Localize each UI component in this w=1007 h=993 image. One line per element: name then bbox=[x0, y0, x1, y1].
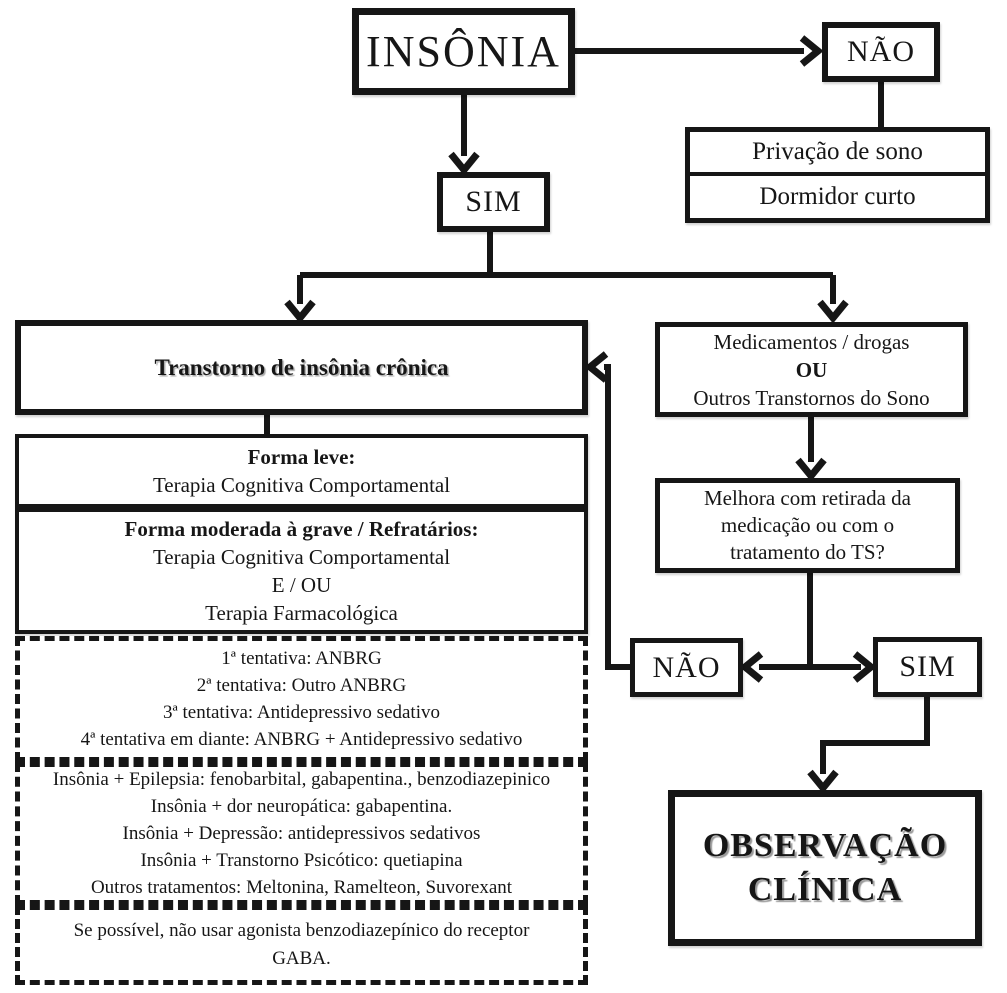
moderate-form-line2: E / OU bbox=[271, 573, 332, 597]
node-dormidor-label: Dormidor curto bbox=[759, 183, 916, 210]
question-tee bbox=[759, 573, 861, 670]
branch-tee bbox=[297, 232, 836, 304]
node-nao-mid-label: NÃO bbox=[652, 650, 721, 684]
observation-line1: OBSERVAÇÃO bbox=[702, 827, 948, 864]
meds-line2: Outros Transtornos do Sono bbox=[693, 385, 930, 410]
node-chronic-insomnia: Transtorno de insônia crônica bbox=[15, 320, 588, 415]
attempt-3: 3ª tentativa: Antidepressivo sedativo bbox=[163, 702, 440, 723]
arrowhead-down-meds bbox=[817, 299, 849, 324]
node-comorbidity-treatments: Insônia + Epilepsia: fenobarbital, gabap… bbox=[15, 762, 588, 905]
node-moderate-form: Forma moderada à grave / Refratários: Te… bbox=[15, 508, 588, 634]
meds-line1: Medicamentos / drogas bbox=[713, 329, 910, 354]
node-medications-drugs: Medicamentos / drogas OU Outros Transtor… bbox=[655, 322, 968, 417]
arrowhead-down-observation bbox=[807, 769, 839, 794]
node-clinical-observation: OBSERVAÇÃO CLÍNICA bbox=[668, 790, 982, 946]
node-pharma-attempts: 1ª tentativa: ANBRG 2ª tentativa: Outro … bbox=[15, 636, 588, 762]
moderate-form-line1: Terapia Cognitiva Comportamental bbox=[152, 545, 451, 569]
node-insonia-label: INSÔNIA bbox=[366, 27, 561, 76]
comorbidity-4: Insônia + Transtorno Psicótico: quetiapi… bbox=[140, 850, 463, 871]
path-sim-to-observation bbox=[820, 697, 930, 774]
arrowhead-right-nao bbox=[799, 35, 824, 67]
attempt-4: 4ª tentativa em diante: ANBRG + Antidepr… bbox=[80, 729, 523, 750]
arrowhead-right-sim-mid bbox=[852, 651, 877, 683]
node-nao-top-label: NÃO bbox=[847, 35, 915, 68]
attempt-2: 2ª tentativa: Outro ANBRG bbox=[196, 675, 407, 696]
node-chronic-insomnia-label: Transtorno de insônia crônica bbox=[154, 354, 449, 380]
improvement-question-text: Melhora com retirada da medicação ou com… bbox=[704, 486, 911, 564]
comorbidity-1: Insônia + Epilepsia: fenobarbital, gabap… bbox=[52, 769, 551, 790]
arrowhead-left-chronic bbox=[584, 351, 609, 383]
meds-operator: OU bbox=[795, 357, 828, 382]
comorbidity-5: Outros tratamentos: Meltonina, Ramelteon… bbox=[90, 877, 513, 898]
node-nao-mid: NÃO bbox=[630, 638, 743, 697]
node-nao-top: NÃO bbox=[822, 22, 940, 82]
mild-form-title: Forma leve: bbox=[247, 445, 356, 469]
node-sim-mid-label: SIM bbox=[899, 650, 956, 683]
node-sim-top: SIM bbox=[437, 172, 550, 232]
arrowhead-left-nao-mid bbox=[739, 651, 764, 683]
node-improvement-question: Melhora com retirada da medicação ou com… bbox=[655, 478, 960, 573]
gaba-note-text: Se possível, não usar agonista benzodiaz… bbox=[73, 920, 530, 969]
arrowhead-down-sim bbox=[448, 151, 480, 176]
arrowhead-down-question bbox=[795, 457, 827, 482]
node-sim-top-label: SIM bbox=[465, 185, 522, 218]
observation-line2: CLÍNICA bbox=[747, 871, 903, 908]
node-gaba-note: Se possível, não usar agonista benzodiaz… bbox=[15, 905, 588, 985]
comorbidity-2: Insônia + dor neuropática: gabapentina. bbox=[150, 796, 453, 817]
node-mild-form: Forma leve: Terapia Cognitiva Comportame… bbox=[15, 434, 588, 508]
feedback-nao-to-chronic bbox=[604, 364, 630, 670]
arrowhead-down-chronic bbox=[284, 299, 316, 324]
node-insonia: INSÔNIA bbox=[352, 8, 575, 95]
node-privacao-label: Privação de sono bbox=[690, 132, 985, 176]
comorbidity-3: Insônia + Depressão: antidepressivos sed… bbox=[122, 823, 481, 844]
node-sim-mid: SIM bbox=[873, 637, 982, 697]
attempt-1: 1ª tentativa: ANBRG bbox=[221, 648, 382, 669]
moderate-form-line3: Terapia Farmacológica bbox=[205, 601, 398, 625]
node-no-outcomes: Privação de sono Dormidor curto bbox=[685, 127, 990, 223]
moderate-form-title: Forma moderada à grave / Refratários: bbox=[124, 517, 479, 541]
mild-form-treatment: Terapia Cognitiva Comportamental bbox=[152, 473, 451, 497]
